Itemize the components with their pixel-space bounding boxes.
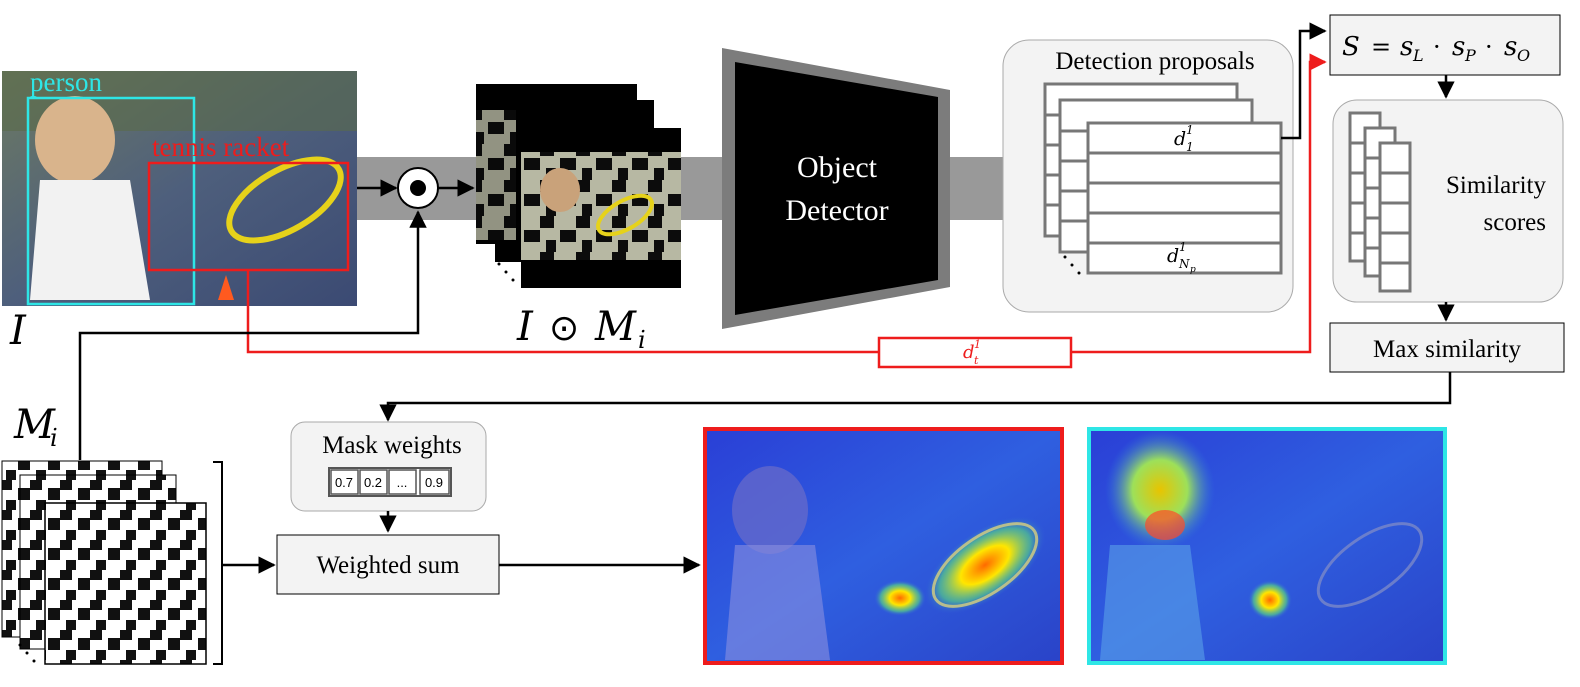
target-path <box>246 270 879 354</box>
score-sub-O: O <box>1517 46 1530 65</box>
weight-cell <box>388 469 417 495</box>
score-S: S <box>1342 32 1360 62</box>
proposal-card-front <box>1086 121 1283 275</box>
score-s-L: s <box>1400 32 1413 62</box>
mask-weights-panel: Mask weights 0.7 0.2 ... 0.9 <box>290 421 487 512</box>
max-similarity-label: Max similarity <box>1373 336 1521 363</box>
diagonal-dots-icon <box>497 262 515 282</box>
proposal-last-d: d <box>1167 245 1179 267</box>
masked-image-label-M: M <box>594 304 637 350</box>
saliency-map-person <box>1087 427 1447 665</box>
saliency-map-racket <box>703 427 1064 665</box>
proposal-last-sup: 1 <box>1179 240 1187 254</box>
weight-cell <box>359 469 388 495</box>
score-dot-1: · <box>1433 33 1441 61</box>
score-s-P: s <box>1452 32 1465 62</box>
diagonal-dots-icon <box>18 643 36 663</box>
weight-value: 0.7 <box>335 475 353 490</box>
detector-label-line1: Object <box>797 151 878 184</box>
person-box <box>26 96 196 306</box>
max-similarity-box: Max similarity <box>1329 322 1565 373</box>
racket-shape <box>226 156 344 244</box>
pipeline-band-2 <box>681 157 726 220</box>
weighted-sum-box: Weighted sum <box>276 534 500 595</box>
mask-card <box>44 502 207 665</box>
diagonal-dots-icon <box>1063 255 1081 275</box>
mask-weights-title: Mask weights <box>322 432 462 459</box>
input-image: person tennis racket <box>2 67 357 306</box>
child-shirt-shape <box>30 180 150 300</box>
mask-symbol: M <box>13 402 56 448</box>
similarity-label-line1: Similarity <box>1446 172 1547 199</box>
child-head-shape <box>35 96 115 184</box>
proposal-first-d: d <box>1174 128 1186 150</box>
target-sub: t <box>974 354 979 367</box>
detection-proposals-panel: Detection proposals d 1 1 d 1 N p <box>1002 39 1294 313</box>
score-sub-L: L <box>1412 46 1424 65</box>
score-formula-box: S = s L · s P · s O <box>1329 14 1561 76</box>
proposals-title: Detection proposals <box>1055 48 1254 75</box>
mask-bracket <box>213 461 223 665</box>
weight-value: 0.9 <box>425 475 443 490</box>
detector-label-line2: Detector <box>785 194 888 227</box>
person-label: person <box>30 67 102 97</box>
score-dot-2: · <box>1485 33 1493 61</box>
weight-cell <box>419 469 450 495</box>
score-eq: = <box>1371 33 1391 61</box>
target-proposal-box <box>877 336 1073 369</box>
masked-image-label-I: I <box>516 304 534 350</box>
similarity-label-line2: scores <box>1484 209 1546 236</box>
masked-image-stack <box>476 84 681 288</box>
random-mask-stack <box>1 460 207 665</box>
score-sub-P: P <box>1464 46 1476 65</box>
weight-value: 0.2 <box>364 475 382 490</box>
proposal-first-sup: 1 <box>1186 123 1194 137</box>
masked-image-label-op: ⊙ <box>549 308 579 349</box>
image-symbol: I <box>9 308 27 354</box>
target-d: d <box>963 342 975 363</box>
proposal-last-sub: N <box>1178 257 1190 271</box>
proposal-last-subsub: p <box>1190 265 1196 275</box>
target-sup: 1 <box>974 338 981 351</box>
weight-value: ... <box>397 475 408 490</box>
mask-sub: i <box>50 424 58 452</box>
similarity-scores-panel: Similarity scores <box>1332 99 1564 303</box>
object-detector: Object Detector <box>722 48 950 329</box>
weighted-sum-label: Weighted sum <box>316 552 460 579</box>
score-s-O: s <box>1504 32 1517 62</box>
racket-label: tennis racket <box>152 132 290 162</box>
proposal-first-sub: 1 <box>1186 140 1194 154</box>
masked-image-label-sub: i <box>638 326 646 354</box>
weight-cell <box>330 469 359 495</box>
